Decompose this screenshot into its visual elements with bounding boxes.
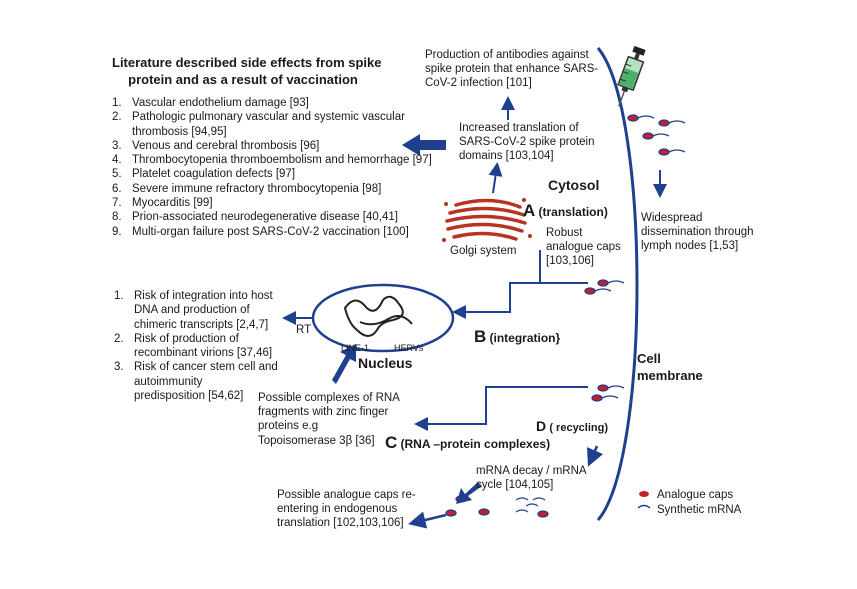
line1-label: LINE-1: [341, 343, 370, 353]
list-item-text: recombinant virions [37,46]: [134, 347, 273, 360]
list-item-text: Risk of production of: [134, 332, 239, 345]
label-a: A (translation): [523, 201, 608, 220]
list-item: 3. Venous and cerebral thrombosis [96]: [112, 139, 432, 153]
list-item: 4. Thrombocytopenia thromboembolism and h…: [112, 153, 432, 167]
list-item-text: Thrombocytopenia thromboembolism and hem…: [132, 154, 432, 167]
list-item-text: Risk of cancer stem cell and: [134, 361, 278, 374]
legend-cap-icon: [639, 491, 649, 497]
legend-mrna-icon: [637, 504, 651, 509]
list-item: 6. Severe immune refractory thrombocytope…: [112, 182, 432, 196]
list-item-text: Prion-associated neurodegenerative disea…: [132, 211, 398, 224]
list-item-number: 3.: [112, 139, 122, 152]
list-item-text: Risk of integration into host: [134, 290, 273, 302]
list-item-text: Pathologic pulmonary vascular and system…: [132, 111, 405, 124]
list-item: 8. Prion-associated neurodegenerative dis…: [112, 210, 432, 224]
cytosol-label: Cytosol: [548, 177, 600, 193]
legend-caps-label: Analogue caps: [657, 489, 734, 501]
cell-membrane-line: [596, 47, 639, 521]
list-item-text: DNA and production of: [134, 304, 250, 317]
list-item-text: Platelet coagulation defects [97]: [132, 168, 296, 181]
legend-mrna-label: Synthetic mRNA: [657, 504, 742, 516]
list-item-text: Severe immune refractory thrombocytopeni…: [132, 182, 382, 195]
list-item: 5. Platelet coagulation defects [97]: [112, 167, 432, 181]
list-item: 7. Myocarditis [99]: [112, 196, 432, 210]
list-item-number: 3.: [114, 361, 124, 374]
list-item-text: thrombosis [94,95]: [132, 125, 227, 138]
golgi-graphic: [445, 198, 527, 241]
syringe-icon: [617, 45, 646, 107]
list-item-number: 1.: [114, 290, 124, 302]
list-item-number: 6.: [112, 182, 122, 195]
list-item-number: 9.: [112, 225, 122, 238]
list-item-number: 2.: [112, 111, 122, 124]
reentering-text: Possible analogue caps re-entering in en…: [277, 489, 416, 529]
hervs-label: HERVs: [394, 343, 424, 353]
list-item-number: 5.: [112, 168, 122, 181]
side-effects-arrow: [402, 134, 446, 156]
nucleus-ellipse: [311, 283, 455, 353]
side-effects-list: 1. Vascular endothelium damage [93] 2. Path…: [112, 96, 432, 239]
topoisomerase-text: Topoisomerase 3β [36]: [258, 435, 375, 447]
nucleus-label: Nucleus: [358, 355, 413, 371]
list-item-text: autoimmunity: [134, 375, 203, 388]
list-item-text: Multi-organ failure post SARS-CoV-2 vacc…: [132, 225, 409, 238]
rt-label: RT: [296, 324, 312, 336]
list-item-text: Myocarditis [99]: [132, 197, 213, 210]
list-item-text: Venous and cerebral thrombosis [96]: [132, 139, 320, 152]
dna-strand: [343, 295, 404, 337]
golgi-label: Golgi system: [450, 245, 517, 257]
list-item: 2. Risk of production of recombinant virio…: [114, 332, 278, 361]
list-item: 1. Vascular endothelium damage [93]: [112, 96, 432, 110]
side-effects-title: Literature described side effects from s…: [112, 55, 382, 87]
list-item: 2. Pathologic pulmonary vascular and syst…: [112, 110, 432, 139]
vaccine-particles: [445, 114, 686, 518]
list-item-number: 2.: [114, 332, 124, 345]
list-item: 9. Multi-organ failure post SARS-CoV-2 va…: [112, 225, 432, 239]
list-item-number: 8.: [112, 211, 122, 224]
label-b: B (integration}: [474, 327, 561, 346]
label-c: C (RNA –protein complexes): [385, 433, 551, 452]
list-item-number: 4.: [112, 154, 122, 167]
list-item-text: chimeric transcripts [2,4,7]: [134, 318, 269, 331]
label-d: D ( recycling): [536, 418, 609, 434]
list-item-number: 7.: [112, 197, 122, 210]
list-item-text: Vascular endothelium damage [93]: [132, 97, 309, 109]
list-item-number: 1.: [112, 97, 122, 109]
list-item-text: predisposition [54,62]: [134, 390, 244, 403]
